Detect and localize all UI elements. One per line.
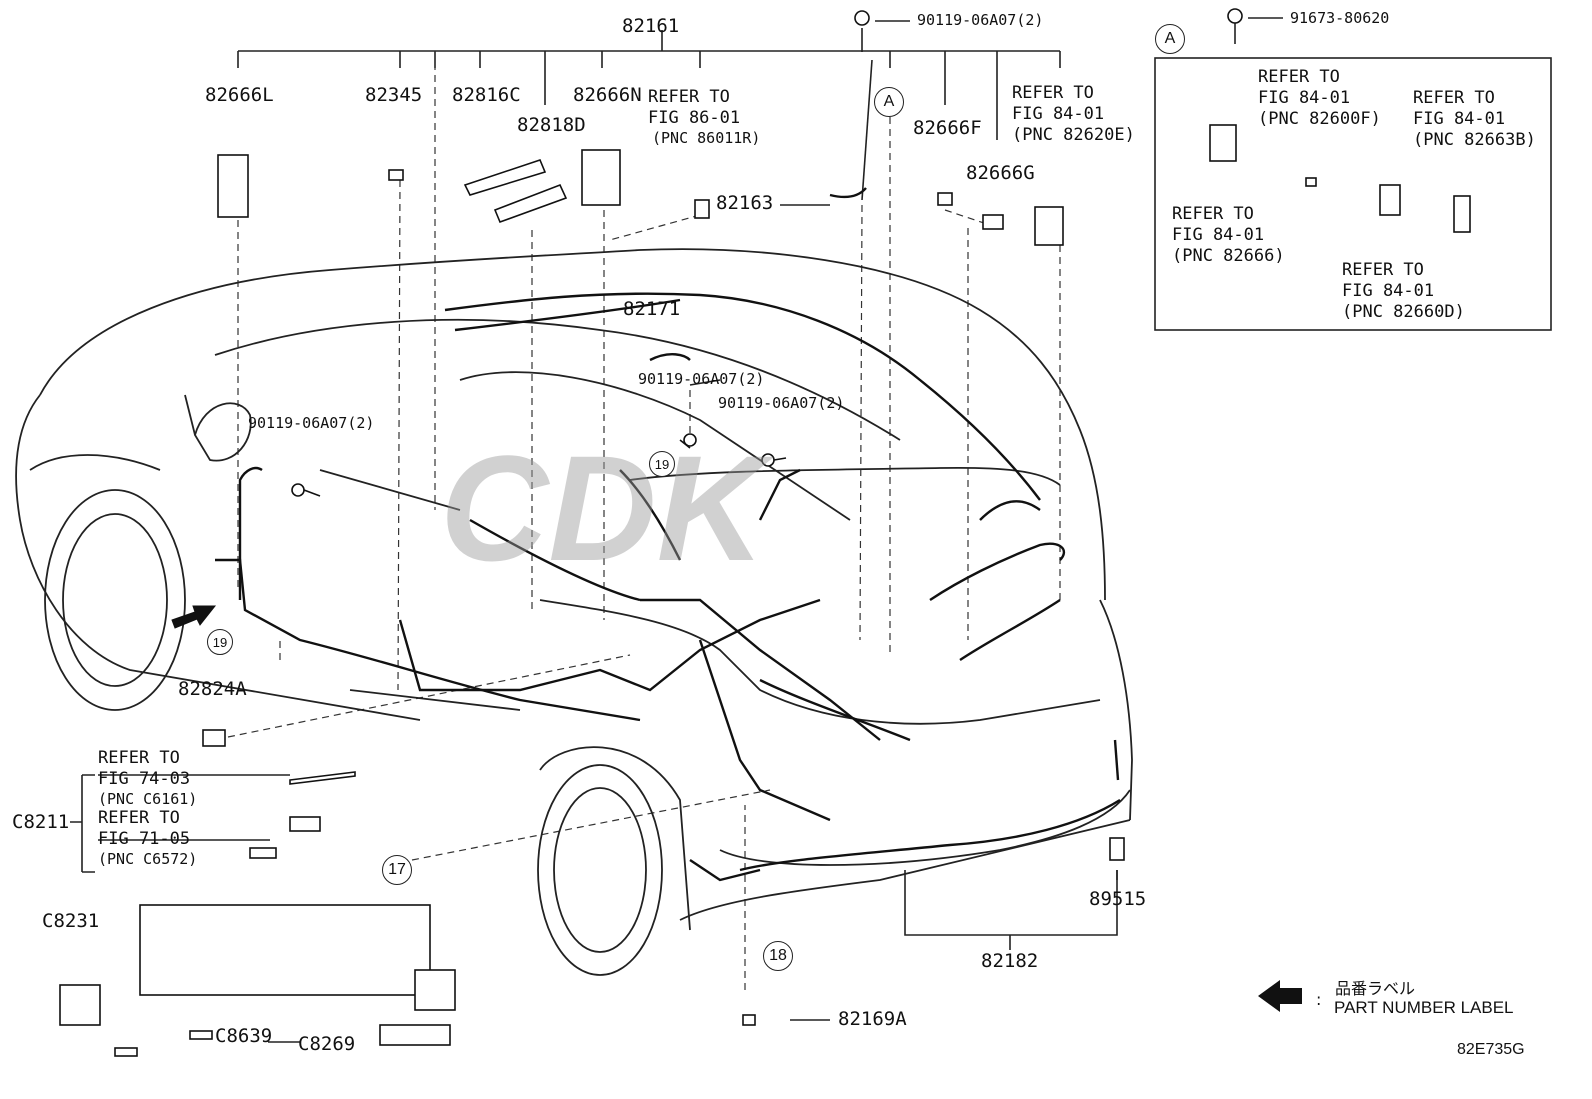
- bracket-C8211: [70, 774, 95, 873]
- refer-fig: FIG 84-01: [1012, 104, 1105, 124]
- label-bolt-mid2: 90119-06A07(2): [718, 394, 845, 412]
- refer-line: REFER TO: [648, 87, 730, 107]
- refer-line: REFER TO: [1012, 83, 1094, 103]
- refer-fig: FIG 84-01: [1172, 225, 1265, 245]
- refer-fig-74-03: REFER TO FIG 74-03 (PNC C6161): [98, 748, 197, 809]
- watermark: CDK: [440, 424, 775, 592]
- rear-wheel: [537, 764, 663, 976]
- label-bolt-top: 90119-06A07(2): [917, 11, 1044, 29]
- side-mirror-outline: [194, 402, 252, 462]
- inset-part-left: [1209, 124, 1237, 162]
- refer-fig: FIG 84-01: [1413, 109, 1506, 129]
- label-82161: 82161: [622, 15, 680, 37]
- label-82345: 82345: [365, 84, 423, 106]
- part-82818D-sketch: [493, 183, 568, 224]
- marker-19-left: 19: [207, 629, 233, 655]
- part-82666L-sketch: [217, 154, 249, 218]
- label-82666N: 82666N: [573, 84, 642, 106]
- refer-pnc: (PNC 82666): [1172, 246, 1285, 266]
- refer-line: REFER TO: [1413, 88, 1495, 108]
- refer-pnc: (PNC C6161): [98, 790, 198, 808]
- part-89515-sketch: [1109, 837, 1125, 861]
- label-82666L: 82666L: [205, 84, 274, 106]
- label-82824A: 82824A: [178, 678, 247, 700]
- label-82816C: 82816C: [452, 84, 521, 106]
- label-82182: 82182: [981, 950, 1039, 972]
- part-82666N-sketch: [581, 149, 621, 206]
- label-82169A: 82169A: [838, 1008, 907, 1030]
- refer-pnc: (PNC 82660D): [1342, 302, 1465, 322]
- rear-bumper-outline: [719, 789, 1131, 866]
- refer-fig-71-05: REFER TO FIG 71-05 (PNC C6572): [98, 808, 197, 869]
- refer-fig: FIG 86-01: [648, 108, 741, 128]
- component-C8231-sketch: [139, 904, 431, 996]
- legend-arrow: [1258, 980, 1302, 1012]
- refer-line: REFER TO: [1258, 67, 1340, 87]
- legend-part-number-label: PART NUMBER LABEL: [1334, 998, 1514, 1017]
- label-82666G: 82666G: [966, 162, 1035, 184]
- part-82666F-sketch: [937, 192, 953, 206]
- inset-box: [1154, 57, 1552, 331]
- label-82171: 82171: [623, 298, 681, 320]
- refer-fig: FIG 84-01: [1258, 88, 1351, 108]
- label-C8639: C8639: [215, 1025, 273, 1047]
- label-82666F: 82666F: [913, 117, 982, 139]
- legend-japanese: 品番ラベル: [1335, 979, 1416, 998]
- label-bolt-mid1: 90119-06A07(2): [638, 370, 765, 388]
- marker-17: 17: [382, 855, 412, 885]
- rear-hatch-outline: [629, 466, 1061, 486]
- refer-pnc: (PNC 82663B): [1413, 130, 1536, 150]
- front-direction-arrow: [171, 605, 217, 629]
- refer-pnc: (PNC 86011R): [652, 129, 761, 147]
- refer-pnc: (PNC 82620E): [1012, 125, 1135, 145]
- bolt-top-head: [854, 10, 870, 26]
- refer-line: REFER TO: [1342, 260, 1424, 280]
- refer-fig: FIG 84-01: [1342, 281, 1435, 301]
- refer-pnc: (PNC C6572): [98, 850, 198, 868]
- marker-a-main: A: [874, 87, 904, 117]
- part-82666G-sketch: [982, 214, 1004, 230]
- label-C8211: C8211: [12, 811, 70, 833]
- refer-pnc: (PNC 82600F): [1258, 109, 1381, 129]
- label-bolt-left: 90119-06A07(2): [248, 414, 375, 432]
- marker-a-inset: A: [1155, 24, 1185, 54]
- refer-line: REFER TO: [98, 808, 180, 828]
- label-C8231: C8231: [42, 910, 100, 932]
- refer-fig-86-01: REFER TO FIG 86-01 (PNC 86011R): [648, 87, 760, 148]
- refer-fig-84-01-82660D: REFER TO FIG 84-01 (PNC 82660D): [1342, 260, 1465, 323]
- refer-fig-84-01-82620E: REFER TO FIG 84-01 (PNC 82620E): [1012, 83, 1135, 146]
- refer-fig-84-01-82666: REFER TO FIG 84-01 (PNC 82666): [1172, 204, 1285, 267]
- legend-separator: :: [1316, 990, 1322, 1009]
- bracket-82182: [904, 870, 1118, 936]
- marker-19-center: 19: [649, 451, 675, 477]
- front-wheel: [44, 489, 186, 711]
- part-82620E-sketch: [1034, 206, 1064, 246]
- bumper-harness: [739, 798, 1121, 872]
- refer-fig-84-01-82663B: REFER TO FIG 84-01 (PNC 82663B): [1413, 88, 1536, 151]
- part-82816C-sketch: [463, 159, 547, 196]
- label-bolt-inset: 91673-80620: [1290, 9, 1390, 27]
- refer-fig: FIG 74-03: [98, 769, 191, 789]
- inset-part-82663B: [1453, 195, 1471, 233]
- roof-harness: [444, 292, 1041, 501]
- inset-part-82660D: [1379, 184, 1401, 216]
- figure-code: 82E735G: [1457, 1041, 1525, 1058]
- rear-glass-outline: [459, 371, 851, 521]
- label-82163: 82163: [716, 192, 774, 214]
- car-roof-outline: [39, 248, 1106, 601]
- label-82818D: 82818D: [517, 114, 586, 136]
- body-harness: [238, 466, 263, 600]
- part-82824A-sketch: [202, 729, 226, 747]
- marker-18: 18: [763, 941, 793, 971]
- refer-line: REFER TO: [98, 748, 180, 768]
- refer-line: REFER TO: [1172, 204, 1254, 224]
- refer-fig-84-01-82600F: REFER TO FIG 84-01 (PNC 82600F): [1258, 67, 1381, 130]
- label-C8269: C8269: [298, 1033, 356, 1055]
- refer-fig: FIG 71-05: [98, 829, 191, 849]
- label-89515: 89515: [1089, 888, 1147, 910]
